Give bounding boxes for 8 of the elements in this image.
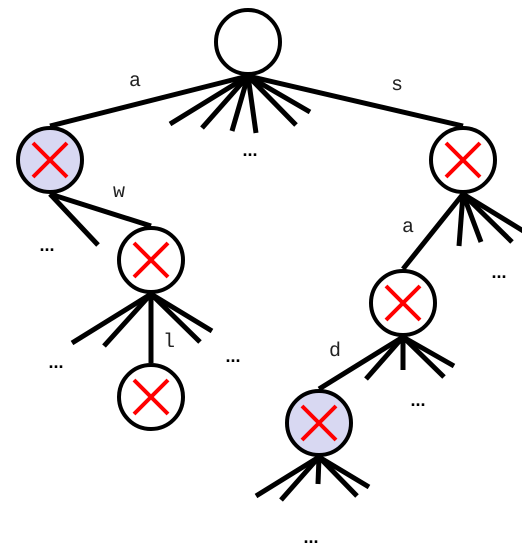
ellipsis-label: ... bbox=[40, 238, 54, 252]
ellipsis-label: ... bbox=[242, 143, 258, 157]
ellipsis-label: ... bbox=[492, 265, 506, 279]
ellipsis-label: ... bbox=[304, 530, 318, 544]
ellipsis-label: ... bbox=[48, 355, 64, 369]
branch-stub-line bbox=[48, 192, 100, 247]
ellipsis-label: ... bbox=[410, 393, 426, 407]
ellipsis-label: ... bbox=[226, 349, 240, 363]
